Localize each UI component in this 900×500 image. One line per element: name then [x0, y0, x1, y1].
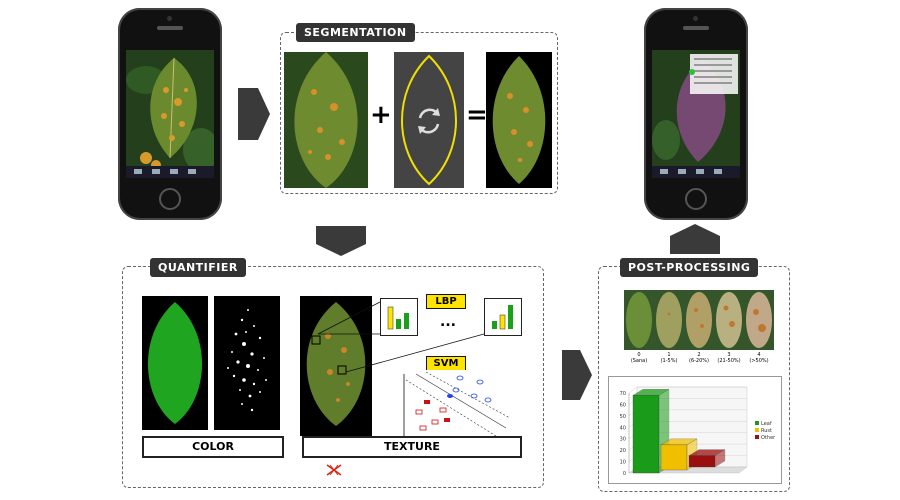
severity-num: 3 — [727, 352, 731, 358]
leaf-photo-output — [652, 50, 740, 178]
ellipsis: ... — [440, 314, 456, 330]
chart-bar — [688, 455, 716, 468]
svm-label: SVM — [426, 356, 466, 371]
plus-sign: + — [370, 100, 392, 130]
lbp-histogram-2 — [484, 298, 522, 336]
severity-num: 1 — [667, 352, 671, 358]
severity-num: 4 — [757, 352, 761, 358]
chart-ytick-label: 60 — [620, 402, 626, 408]
severity-num: 0 — [637, 352, 641, 358]
quantifier-title: QUANTIFIER — [150, 258, 246, 277]
arrow-right-2 — [562, 350, 592, 400]
leaf-photo-input — [126, 50, 214, 178]
phone-screen-output — [652, 50, 740, 178]
chart-ytick-label: 10 — [620, 460, 626, 466]
severity-leaf-strip — [624, 290, 774, 350]
chart-legend-swatch — [755, 435, 759, 439]
segmentation-title: SEGMENTATION — [296, 23, 415, 42]
chart-ytick-label: 50 — [620, 414, 626, 420]
texture-label: TEXTURE — [302, 436, 522, 458]
rust-spots-mask — [214, 296, 280, 430]
phone-home-button-2 — [685, 188, 707, 210]
texture-leaf — [300, 296, 372, 436]
severity-range: (21-50%) — [717, 358, 741, 364]
texture-leaf-image — [300, 296, 372, 436]
severity-labels: 0(Sana) 1(1-5%) 2(6-20%) 3(21-50%) 4(>50… — [624, 352, 774, 372]
postprocessing-title: POST-PROCESSING — [620, 258, 759, 277]
chart-legend-label: Other — [761, 435, 776, 441]
segmentation-mask — [394, 52, 464, 188]
phone-screen-input — [126, 50, 214, 178]
phone-camera — [167, 16, 172, 21]
chart-ytick-label: 30 — [620, 437, 626, 443]
chart-bar — [660, 444, 688, 471]
chart-legend-label: Leaf — [761, 421, 772, 427]
green-leaf-mask — [142, 296, 208, 430]
red-x-icon — [326, 464, 342, 476]
phone-speaker-2 — [683, 26, 709, 30]
arrow-right-1 — [238, 88, 270, 140]
severity-leaves — [624, 290, 774, 350]
lbp-connectors — [317, 301, 485, 373]
phone-camera-2 — [693, 16, 698, 21]
arrow-down — [316, 226, 366, 256]
color-label: COLOR — [142, 436, 284, 458]
severity-class: 1(1-5%) — [654, 352, 684, 364]
segmentation-panel — [280, 32, 558, 194]
segmentation-output-image — [486, 52, 552, 188]
chart-ytick-label: 0 — [623, 471, 626, 477]
phone-home-button — [159, 188, 181, 210]
severity-class: 2(6-20%) — [684, 352, 714, 364]
chart-ytick-label: 20 — [620, 448, 626, 454]
severity-range: (1-5%) — [660, 358, 678, 364]
phone-output — [644, 8, 748, 220]
severity-class: 3(21-50%) — [714, 352, 744, 364]
severity-range: (Sana) — [630, 358, 648, 364]
severity-class: 4(>50%) — [744, 352, 774, 364]
equals-sign: = — [466, 100, 488, 130]
phone-speaker — [157, 26, 183, 30]
phone-input — [118, 8, 222, 220]
chart-bar-side — [714, 449, 726, 468]
chart-ytick-label: 70 — [620, 391, 626, 397]
chart-legend-swatch — [755, 428, 759, 432]
severity-range: (6-20%) — [689, 358, 709, 364]
color-spots-mask — [214, 296, 280, 430]
severity-range: (>50%) — [749, 358, 769, 364]
leaf-outline-mask — [394, 52, 464, 188]
arrow-up — [670, 224, 720, 254]
segmentation-input-image — [284, 52, 368, 188]
leaf-closeup — [284, 52, 368, 188]
severity-class: 0(Sana) — [624, 352, 654, 364]
quantifier-panel — [122, 266, 544, 488]
chart-legend-swatch — [755, 421, 759, 425]
chart-ytick-label: 40 — [620, 425, 626, 431]
color-green-mask — [142, 296, 208, 430]
chart-gridline — [628, 386, 638, 394]
lbp-label: LBP — [426, 294, 466, 309]
chart-legend-label: Rust — [761, 428, 772, 434]
severity-num: 2 — [697, 352, 701, 358]
lbp-histogram-1 — [380, 298, 418, 336]
segmented-leaf — [486, 52, 552, 188]
chart-bar — [632, 395, 660, 474]
